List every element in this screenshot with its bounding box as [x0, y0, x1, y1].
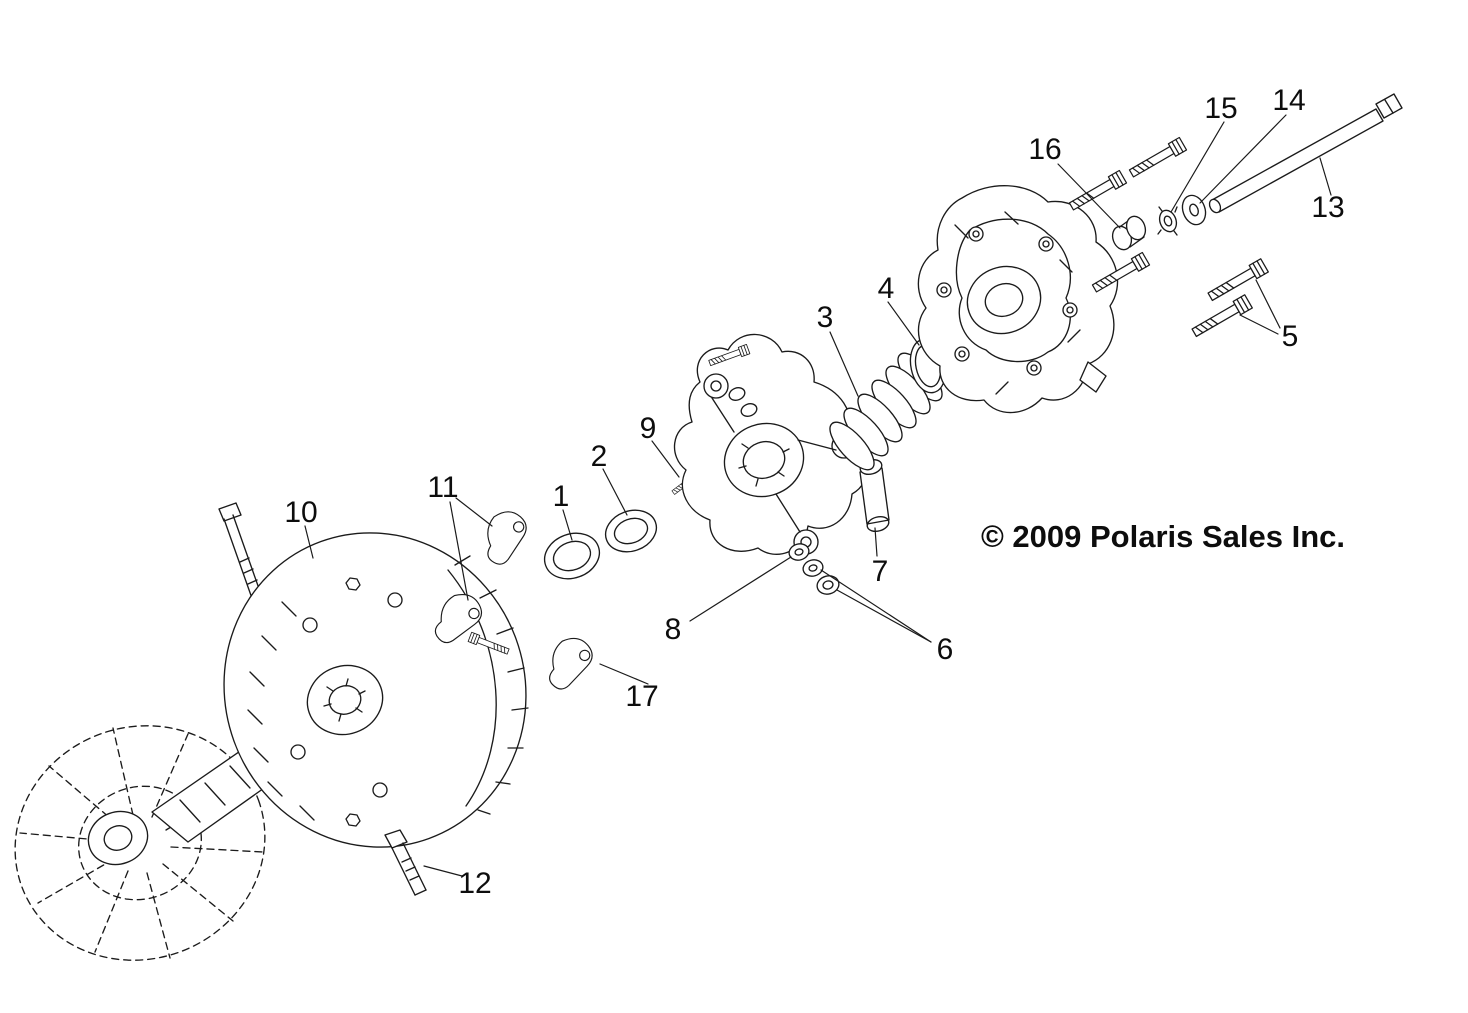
callout-4: 4: [877, 272, 895, 305]
lever-11a: [479, 506, 531, 570]
callout-6: 6: [936, 633, 954, 666]
nut-bottom: [345, 813, 361, 827]
lever-17: [540, 631, 598, 697]
fan-hub: [87, 810, 149, 866]
callout-3: 3: [816, 301, 834, 334]
washer-set: [788, 543, 840, 595]
bolt-5a: [1205, 258, 1269, 304]
callout-15: 15: [1204, 92, 1238, 125]
callout-9: 9: [639, 412, 657, 445]
bolt-12: [384, 829, 427, 896]
nut-top: [345, 577, 361, 591]
washer-15: [1157, 206, 1178, 236]
cover-plate: [917, 185, 1119, 414]
copyright-text: © 2009 Polaris Sales Inc.: [980, 519, 1346, 554]
callout-11: 11: [427, 471, 459, 504]
callout-12: 12: [458, 867, 492, 900]
callout-10: 10: [284, 496, 318, 529]
leader-lines: [304, 114, 1332, 877]
callout-1: 1: [552, 480, 570, 513]
callout-16: 16: [1028, 133, 1062, 166]
bushing-1: [543, 532, 601, 580]
washer-2: [604, 509, 658, 553]
callout-5: 5: [1281, 320, 1299, 353]
bolt-top-2: [1067, 169, 1128, 214]
bolt-top-1: [1127, 136, 1188, 181]
callout-13: 13: [1311, 191, 1345, 224]
clutch-spring: [829, 352, 943, 471]
clutch-bolt-13: [1208, 93, 1403, 214]
callout-17: 17: [625, 680, 659, 713]
spacer-16: [1111, 215, 1147, 251]
callout-14: 14: [1272, 84, 1306, 117]
callout-7: 7: [871, 555, 889, 588]
callout-8: 8: [664, 613, 682, 646]
callout-2: 2: [590, 440, 608, 473]
